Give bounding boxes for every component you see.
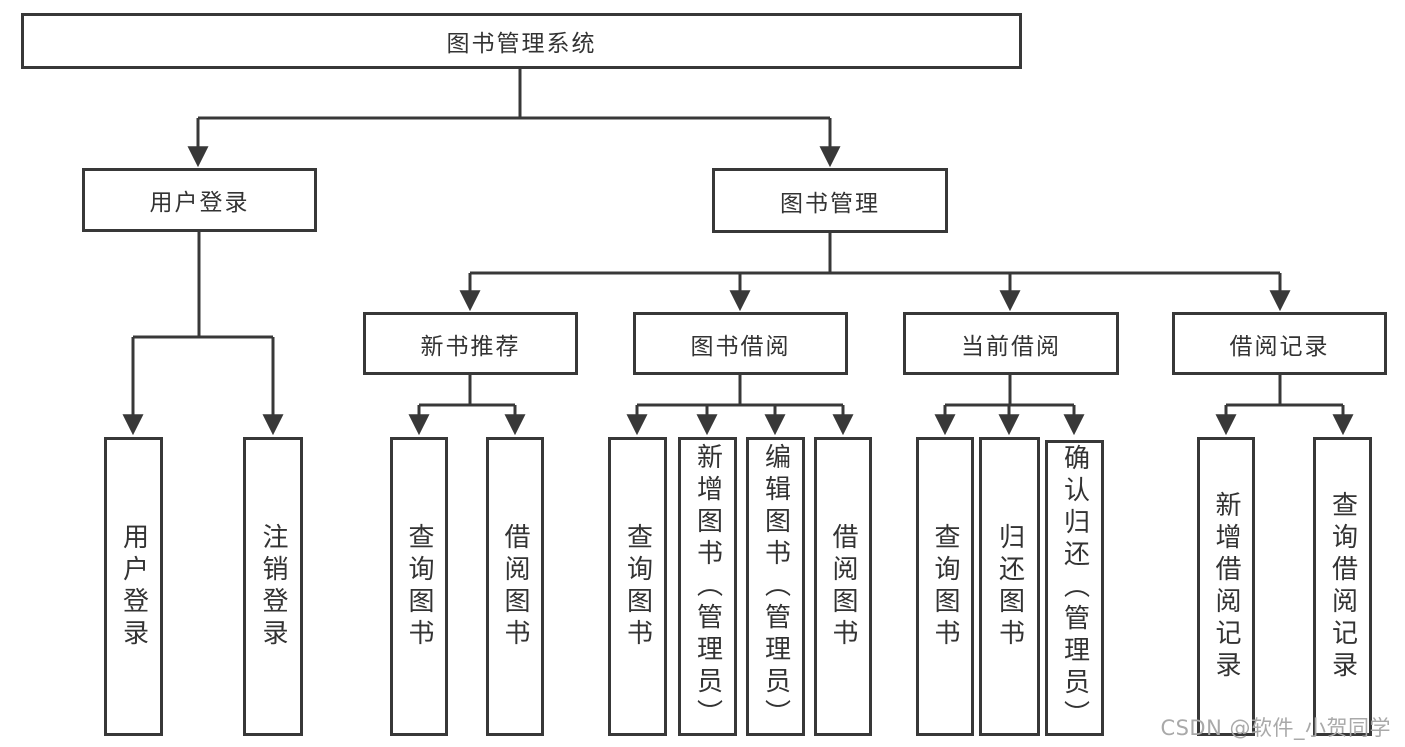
node-book-borrowing: 图书借阅 <box>633 312 848 375</box>
node-current-borrowing: 当前借阅 <box>903 312 1119 375</box>
node-leaf-confirm-return-admin: 确认归还（管理员） <box>1045 440 1104 736</box>
node-leaf-add-book-admin: 新增图书（管理员） <box>678 437 737 736</box>
trunk-newbook-branch <box>419 375 515 407</box>
trunk-root-to-level2 <box>198 69 830 120</box>
node-leaf-logout: 注销登录 <box>243 437 303 736</box>
node-library-management-system: 图书管理系统 <box>21 13 1022 69</box>
trunk-bookborrow-branch <box>637 375 843 407</box>
node-leaf-query-books-borrow: 查询图书 <box>608 437 667 736</box>
trunk-userlogin-branch <box>133 231 273 339</box>
node-book-management: 图书管理 <box>712 168 948 233</box>
trunk-currentborrow-branch <box>945 375 1074 407</box>
trunk-bookmgmt-to-level3 <box>470 233 1280 275</box>
trunk-borrowrecord-branch <box>1226 375 1343 407</box>
node-user-login: 用户登录 <box>82 168 317 232</box>
node-new-book-recommendation: 新书推荐 <box>363 312 578 375</box>
node-leaf-query-books-current: 查询图书 <box>916 437 974 736</box>
node-leaf-user-login: 用户登录 <box>104 437 163 736</box>
node-leaf-query-borrow-record: 查询借阅记录 <box>1313 437 1372 736</box>
csdn-watermark: CSDN @软件_小贺同学 <box>1160 716 1391 740</box>
node-leaf-add-borrow-record: 新增借阅记录 <box>1197 437 1255 736</box>
node-leaf-edit-book-admin: 编辑图书（管理员） <box>746 437 805 736</box>
node-borrowing-records: 借阅记录 <box>1172 312 1387 375</box>
node-leaf-borrow-books-recommend: 借阅图书 <box>486 437 544 736</box>
node-leaf-query-books-recommend: 查询图书 <box>390 437 448 736</box>
node-leaf-return-book: 归还图书 <box>979 437 1040 736</box>
node-leaf-borrow-books: 借阅图书 <box>814 437 872 736</box>
